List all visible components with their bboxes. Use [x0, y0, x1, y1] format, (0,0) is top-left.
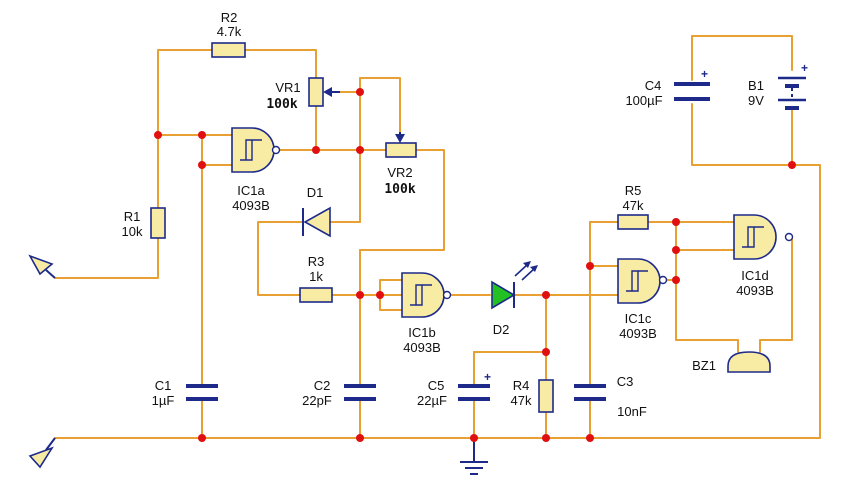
capacitor-c5 [458, 384, 490, 401]
c2-ref-label: C2 [314, 378, 331, 393]
c4-value-label: 100µF [625, 93, 662, 108]
d2-ref-label: D2 [493, 322, 510, 337]
r1-ref-label: R1 [124, 209, 141, 224]
bz1-ref-label: BZ1 [692, 358, 716, 373]
r3-ref-label: R3 [308, 254, 325, 269]
ic1b-ref-label: IC1b [408, 325, 435, 340]
c1-ref-label: C1 [155, 378, 172, 393]
gate-ic1a [231, 127, 281, 173]
resistor-r1 [150, 207, 166, 239]
gate-ic1b [401, 272, 452, 318]
capacitor-c2 [344, 384, 376, 401]
capacitor-c4 [674, 82, 710, 101]
b1-plus-mark: + [801, 61, 808, 75]
ground-symbol [460, 438, 488, 475]
junction-dots [154, 88, 796, 442]
c5-plus-mark: + [484, 370, 491, 384]
vr1-value-label: 100k [266, 97, 297, 112]
ic1a-value-label: 4093B [232, 198, 270, 213]
r4-value-label: 47k [511, 393, 532, 408]
capacitor-c1 [186, 384, 218, 401]
resistor-r3 [299, 287, 333, 303]
led-d2 [491, 261, 538, 310]
ic1d-value-label: 4093B [736, 283, 774, 298]
input-terminal [28, 254, 56, 279]
c3-value-label: 10nF [617, 404, 647, 419]
gate-ic1d [733, 214, 794, 260]
c3-ref-label: C3 [617, 374, 634, 389]
gate-ic1c [617, 258, 668, 304]
vr2-value-label: 100k [384, 182, 415, 197]
c5-ref-label: C5 [428, 378, 445, 393]
ic1c-ref-label: IC1c [625, 311, 652, 326]
c4-ref-label: C4 [645, 78, 662, 93]
c5-value-label: 22µF [417, 393, 447, 408]
ground-terminal [28, 437, 56, 469]
buzzer-bz1 [727, 351, 771, 373]
ic1b-value-label: 4093B [403, 340, 441, 355]
ic1c-value-label: 4093B [619, 326, 657, 341]
c2-value-label: 22pF [302, 393, 332, 408]
resistor-r2 [211, 42, 246, 58]
c1-value-label: 1µF [152, 393, 175, 408]
r1-value-label: 10k [122, 224, 143, 239]
r5-ref-label: R5 [625, 183, 642, 198]
b1-ref-label: B1 [748, 78, 764, 93]
diode-d1 [302, 206, 331, 238]
d1-ref-label: D1 [307, 185, 324, 200]
resistor-r4 [538, 379, 554, 413]
r3-value-label: 1k [309, 269, 323, 284]
b1-value-label: 9V [748, 93, 764, 108]
resistor-r5 [617, 214, 649, 230]
capacitor-c3 [574, 384, 606, 401]
battery-b1 [778, 76, 806, 110]
potentiometer-vr1 [308, 77, 340, 107]
r2-ref-label: R2 [221, 10, 238, 25]
r2-value-label: 4.7k [217, 24, 242, 39]
component-labels: R2 4.7k VR1 100k R1 10k IC1a 4093B D1 VR… [122, 10, 774, 419]
vr1-ref-label: VR1 [275, 80, 300, 95]
r5-value-label: 47k [623, 198, 644, 213]
ic1d-ref-label: IC1d [741, 268, 768, 283]
r4-ref-label: R4 [513, 378, 530, 393]
vr2-ref-label: VR2 [387, 165, 412, 180]
ic1a-ref-label: IC1a [237, 183, 265, 198]
potentiometer-vr2 [385, 132, 417, 158]
c4-plus-mark: + [701, 67, 708, 81]
